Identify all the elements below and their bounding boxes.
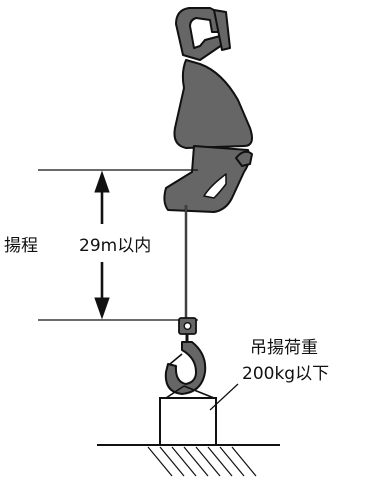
load-capacity-value: 200kg以下 (242, 364, 330, 384)
leader-line (209, 383, 239, 411)
hook-latch (169, 353, 183, 365)
load-box (159, 397, 217, 446)
lift-height-label: 揚程 (4, 236, 38, 256)
hoist-body (173, 59, 253, 149)
handle-cutout (203, 173, 227, 199)
lift-height-value: 29m以内 (79, 236, 152, 256)
sling (165, 385, 215, 399)
top-hook-tip (213, 9, 231, 51)
release-lever (235, 150, 253, 167)
lift-height-arrow (94, 170, 110, 320)
ground-hatching (147, 446, 257, 477)
bottom-hook-icon (164, 341, 207, 395)
hook-block-pin (183, 322, 192, 331)
load-capacity-title: 吊揚荷重 (250, 338, 318, 358)
